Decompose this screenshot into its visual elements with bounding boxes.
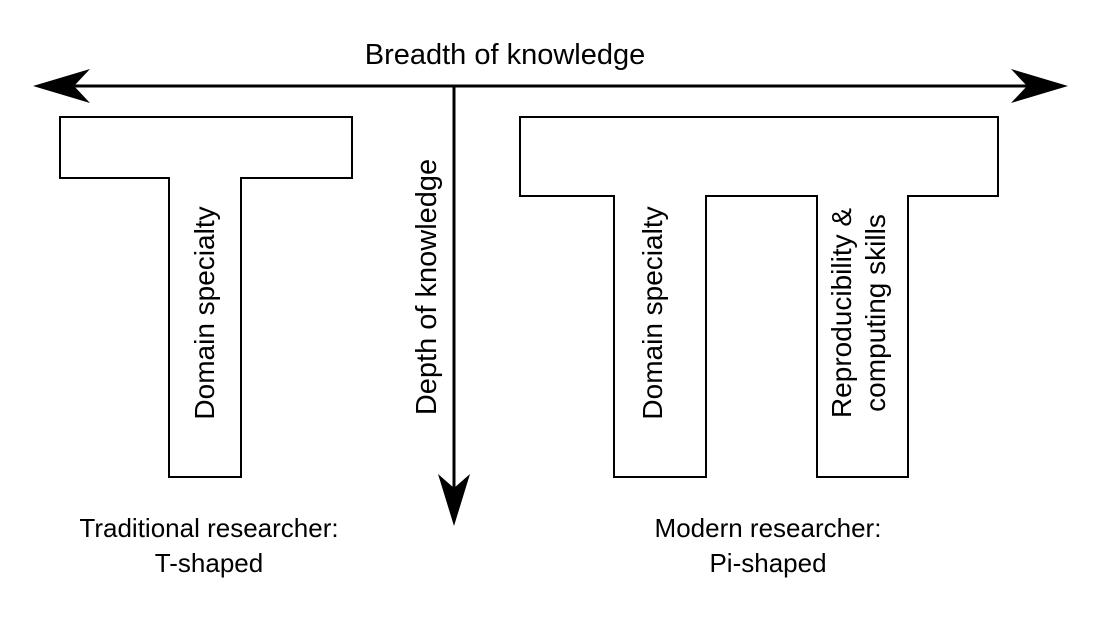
t-caption-line1: Traditional researcher: bbox=[79, 513, 338, 543]
pi-right-stem-label-line1: Reproducibility & bbox=[826, 208, 857, 418]
breadth-axis bbox=[33, 69, 1068, 103]
pi-right-stem-label-line2: computing skills bbox=[860, 214, 891, 412]
left-arrowhead bbox=[33, 69, 90, 103]
t-caption-line2: T-shaped bbox=[155, 548, 263, 578]
breadth-axis-label: Breadth of knowledge bbox=[365, 39, 646, 71]
depth-axis bbox=[438, 86, 470, 526]
pi-shape bbox=[519, 116, 999, 478]
pi-caption-line2: Pi-shaped bbox=[709, 548, 826, 578]
t-shape bbox=[59, 116, 353, 478]
right-arrowhead bbox=[1011, 69, 1068, 103]
depth-axis-label: Depth of knowledge bbox=[411, 159, 443, 415]
down-arrowhead bbox=[438, 474, 470, 526]
pi-caption-line1: Modern researcher: bbox=[655, 513, 882, 543]
t-stem-label: Domain specialty bbox=[189, 206, 220, 419]
pi-left-stem-label: Domain specialty bbox=[637, 206, 668, 419]
